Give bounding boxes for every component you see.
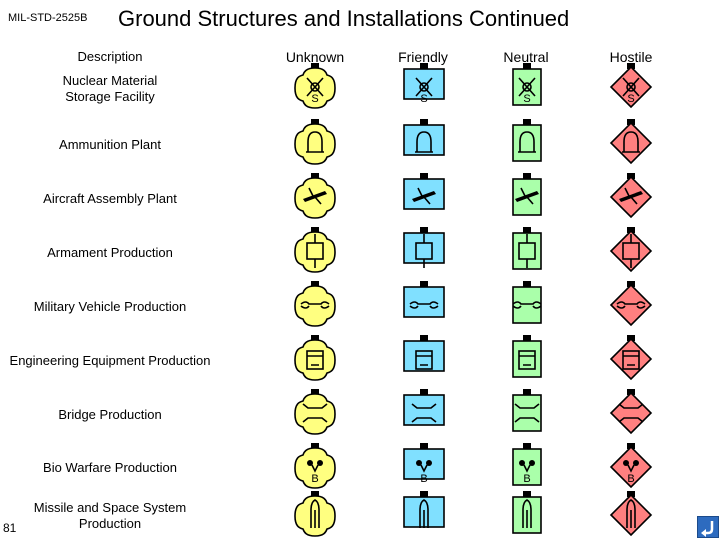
- column-header-unknown: Unknown: [285, 49, 345, 65]
- symbol-unknown-bridge-icon: [291, 388, 339, 436]
- symbol-hostile-aircraft-icon: [607, 172, 655, 220]
- symbol-neutral-bio-icon: B: [503, 442, 551, 490]
- symbol-neutral-radiation-icon: S: [503, 62, 551, 110]
- symbol-neutral-aircraft-icon: [503, 172, 551, 220]
- symbol-hostile-missile-icon: [607, 490, 655, 538]
- column-header-neutral: Neutral: [503, 49, 549, 65]
- symbol-hostile-bio-icon: B: [607, 442, 655, 490]
- column-header-friendly: Friendly: [398, 49, 448, 65]
- row-label: Nuclear Material Storage Facility: [62, 73, 158, 104]
- svg-text:S: S: [311, 93, 318, 105]
- symbol-friendly-blade-icon: [400, 334, 448, 382]
- symbol-friendly-bio-icon: B: [400, 442, 448, 490]
- row-label: Bridge Production: [58, 407, 162, 422]
- symbol-hostile-track-icon: [607, 280, 655, 328]
- symbol-friendly-bridge-icon: [400, 388, 448, 436]
- symbol-hostile-radiation-icon: S: [607, 62, 655, 110]
- row-label: Military Vehicle Production: [33, 299, 187, 314]
- symbol-unknown-square-cross-icon: [291, 226, 339, 274]
- symbol-neutral-track-icon: [503, 280, 551, 328]
- symbol-friendly-track-icon: [400, 280, 448, 328]
- symbol-unknown-bio-icon: B: [291, 442, 339, 490]
- symbol-friendly-square-cross-icon: [400, 226, 448, 274]
- return-button[interactable]: [697, 516, 719, 538]
- symbol-friendly-shell-icon: [400, 118, 448, 166]
- symbol-unknown-blade-icon: [291, 334, 339, 382]
- row-label: Ammunition Plant: [59, 137, 161, 152]
- svg-text:B: B: [523, 473, 530, 485]
- column-header-description: Description: [77, 49, 143, 64]
- symbol-unknown-missile-icon: [291, 490, 339, 538]
- symbol-neutral-shell-icon: [503, 118, 551, 166]
- symbol-neutral-bridge-icon: [503, 388, 551, 436]
- column-header-hostile: Hostile: [609, 49, 653, 65]
- symbol-unknown-radiation-icon: S: [291, 62, 339, 110]
- symbol-unknown-shell-icon: [291, 118, 339, 166]
- symbol-hostile-bridge-icon: [607, 388, 655, 436]
- symbol-neutral-blade-icon: [503, 334, 551, 382]
- symbol-friendly-aircraft-icon: [400, 172, 448, 220]
- row-label: Engineering Equipment Production: [9, 353, 211, 368]
- svg-text:B: B: [311, 473, 318, 485]
- symbol-friendly-missile-icon: [400, 490, 448, 538]
- symbol-hostile-square-cross-icon: [607, 226, 655, 274]
- row-label: Missile and Space System Production: [33, 500, 187, 531]
- symbol-neutral-missile-icon: [503, 490, 551, 538]
- symbol-hostile-shell-icon: [607, 118, 655, 166]
- symbol-friendly-radiation-icon: S: [400, 62, 448, 110]
- svg-text:S: S: [627, 93, 634, 105]
- page-title: Ground Structures and Installations Cont…: [118, 6, 570, 31]
- svg-text:S: S: [420, 93, 427, 105]
- svg-text:B: B: [420, 473, 427, 485]
- page-number: 81: [3, 521, 17, 535]
- svg-text:B: B: [627, 473, 634, 485]
- symbol-unknown-aircraft-icon: [291, 172, 339, 220]
- symbol-neutral-square-cross-icon: [503, 226, 551, 274]
- svg-text:S: S: [523, 93, 530, 105]
- return-arrow-icon: [701, 521, 714, 537]
- symbol-unknown-track-icon: [291, 280, 339, 328]
- row-label: Aircraft Assembly Plant: [43, 191, 177, 206]
- symbol-hostile-blade-icon: [607, 334, 655, 382]
- row-label: Armament Production: [47, 245, 173, 260]
- standard-label: MIL-STD-2525B: [8, 12, 88, 24]
- row-label: Bio Warfare Production: [43, 460, 177, 475]
